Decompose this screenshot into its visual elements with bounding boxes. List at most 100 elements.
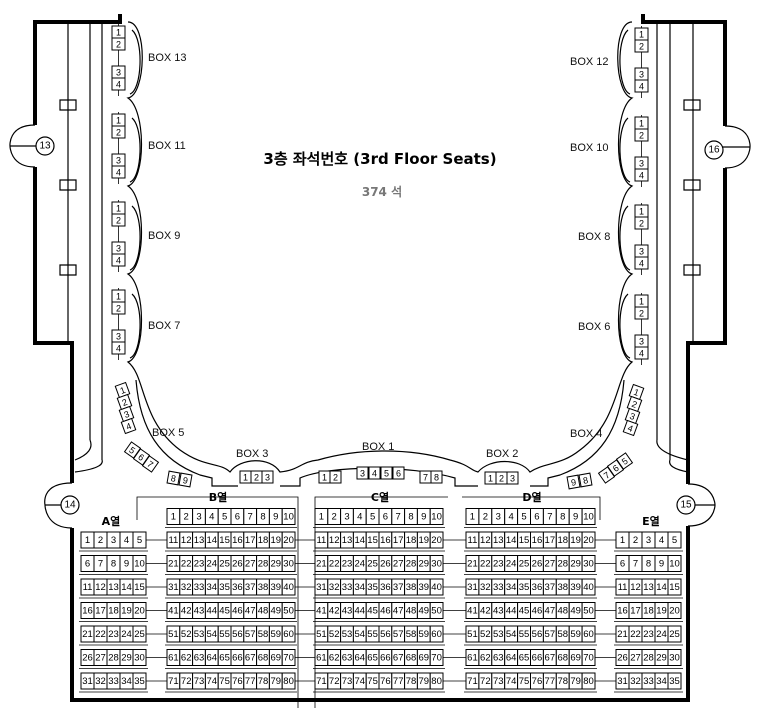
seat[interactable]: 30 bbox=[281, 555, 296, 572]
seat[interactable]: 2 bbox=[111, 213, 126, 227]
seat[interactable]: 13 bbox=[106, 578, 121, 596]
seat[interactable]: 12 bbox=[628, 578, 643, 596]
seat[interactable]: 44 bbox=[504, 602, 519, 619]
seat[interactable]: 1 bbox=[318, 470, 331, 484]
seat[interactable]: 60 bbox=[429, 625, 444, 643]
seat[interactable]: 11 bbox=[314, 531, 329, 549]
seat[interactable]: 14 bbox=[204, 531, 219, 549]
seat[interactable]: 4 bbox=[111, 77, 126, 91]
seat[interactable]: 5 bbox=[365, 508, 380, 525]
seat[interactable]: 23 bbox=[192, 555, 206, 572]
seat[interactable]: 42 bbox=[327, 602, 342, 619]
seat[interactable]: 18 bbox=[256, 531, 270, 549]
seat[interactable]: 18 bbox=[106, 602, 121, 619]
seat[interactable]: 13 bbox=[192, 531, 206, 549]
seat[interactable]: 1 bbox=[634, 116, 649, 130]
seat[interactable]: 3 bbox=[634, 244, 649, 258]
seat[interactable]: 51 bbox=[314, 625, 329, 643]
seat[interactable]: 29 bbox=[568, 555, 583, 572]
seat[interactable]: 65 bbox=[217, 649, 232, 666]
seat[interactable]: 2 bbox=[111, 37, 126, 51]
seat[interactable]: 20 bbox=[581, 531, 596, 549]
seat[interactable]: 4 bbox=[352, 508, 367, 525]
seat[interactable]: 18 bbox=[641, 602, 656, 619]
seat[interactable]: 2 bbox=[250, 470, 263, 484]
seat[interactable]: 24 bbox=[504, 555, 519, 572]
seat[interactable]: 10 bbox=[281, 508, 296, 525]
seat[interactable]: 20 bbox=[132, 602, 147, 619]
seat[interactable]: 21 bbox=[166, 555, 181, 572]
seat[interactable]: 1 bbox=[114, 381, 131, 399]
seat[interactable]: 11 bbox=[166, 531, 181, 549]
seat[interactable]: 7 bbox=[93, 555, 108, 572]
seat[interactable]: 14 bbox=[654, 578, 669, 596]
seat[interactable]: 32 bbox=[628, 672, 643, 690]
seat[interactable]: 8 bbox=[256, 508, 270, 525]
seat[interactable]: 77 bbox=[243, 672, 258, 690]
seat[interactable]: 22 bbox=[179, 555, 194, 572]
seat[interactable]: 63 bbox=[340, 649, 354, 666]
seat[interactable]: 4 bbox=[119, 531, 134, 549]
seat[interactable]: 41 bbox=[465, 602, 480, 619]
seat[interactable]: 16 bbox=[615, 602, 630, 619]
seat[interactable]: 16 bbox=[530, 531, 544, 549]
seat[interactable]: 59 bbox=[416, 625, 431, 643]
seat[interactable]: 28 bbox=[106, 649, 121, 666]
seat[interactable]: 64 bbox=[504, 649, 519, 666]
seat[interactable]: 61 bbox=[465, 649, 480, 666]
seat[interactable]: 4 bbox=[634, 256, 649, 270]
seat[interactable]: 7 bbox=[391, 508, 406, 525]
seat[interactable]: 17 bbox=[391, 531, 406, 549]
seat[interactable]: 67 bbox=[542, 649, 557, 666]
seat[interactable]: 72 bbox=[179, 672, 194, 690]
seat[interactable]: 43 bbox=[340, 602, 354, 619]
seat[interactable]: 14 bbox=[352, 531, 367, 549]
seat[interactable]: 31 bbox=[314, 578, 329, 596]
seat[interactable]: 5 bbox=[132, 531, 147, 549]
seat[interactable]: 76 bbox=[378, 672, 393, 690]
seat[interactable]: 37 bbox=[391, 578, 406, 596]
seat[interactable]: 65 bbox=[365, 649, 380, 666]
seat[interactable]: 9 bbox=[566, 474, 581, 490]
seat[interactable]: 26 bbox=[80, 649, 95, 666]
seat[interactable]: 33 bbox=[106, 672, 121, 690]
seat[interactable]: 26 bbox=[615, 649, 630, 666]
seat[interactable]: 26 bbox=[530, 555, 544, 572]
seat[interactable]: 28 bbox=[404, 555, 418, 572]
seat[interactable]: 55 bbox=[517, 625, 531, 643]
seat[interactable]: 2 bbox=[327, 508, 342, 525]
seat[interactable]: 31 bbox=[80, 672, 95, 690]
seat[interactable]: 43 bbox=[192, 602, 206, 619]
seat[interactable]: 59 bbox=[568, 625, 583, 643]
seat[interactable]: 1 bbox=[634, 294, 649, 308]
seat[interactable]: 69 bbox=[416, 649, 431, 666]
seat[interactable]: 1 bbox=[111, 201, 126, 215]
seat[interactable]: 4 bbox=[111, 341, 126, 355]
seat[interactable]: 79 bbox=[416, 672, 431, 690]
seat[interactable]: 8 bbox=[555, 508, 570, 525]
seat[interactable]: 70 bbox=[281, 649, 296, 666]
seat[interactable]: 39 bbox=[268, 578, 283, 596]
seat[interactable]: 57 bbox=[243, 625, 258, 643]
seat[interactable]: 12 bbox=[327, 531, 342, 549]
seat[interactable]: 50 bbox=[281, 602, 296, 619]
seat[interactable]: 60 bbox=[581, 625, 596, 643]
seat[interactable]: 3 bbox=[111, 153, 126, 167]
seat[interactable]: 64 bbox=[204, 649, 219, 666]
seat[interactable]: 48 bbox=[256, 602, 270, 619]
seat[interactable]: 13 bbox=[340, 531, 354, 549]
seat[interactable]: 79 bbox=[568, 672, 583, 690]
seat[interactable]: 4 bbox=[204, 508, 219, 525]
seat[interactable]: 23 bbox=[641, 625, 656, 643]
seat[interactable]: 10 bbox=[132, 555, 147, 572]
seat[interactable]: 54 bbox=[504, 625, 519, 643]
seat[interactable]: 21 bbox=[465, 555, 480, 572]
seat[interactable]: 53 bbox=[192, 625, 206, 643]
seat[interactable]: 15 bbox=[517, 531, 531, 549]
seat[interactable]: 8 bbox=[430, 470, 443, 484]
seat[interactable]: 2 bbox=[634, 128, 649, 142]
seat[interactable]: 9 bbox=[268, 508, 283, 525]
seat[interactable]: 46 bbox=[230, 602, 245, 619]
seat[interactable]: 40 bbox=[581, 578, 596, 596]
seat[interactable]: 3 bbox=[192, 508, 206, 525]
